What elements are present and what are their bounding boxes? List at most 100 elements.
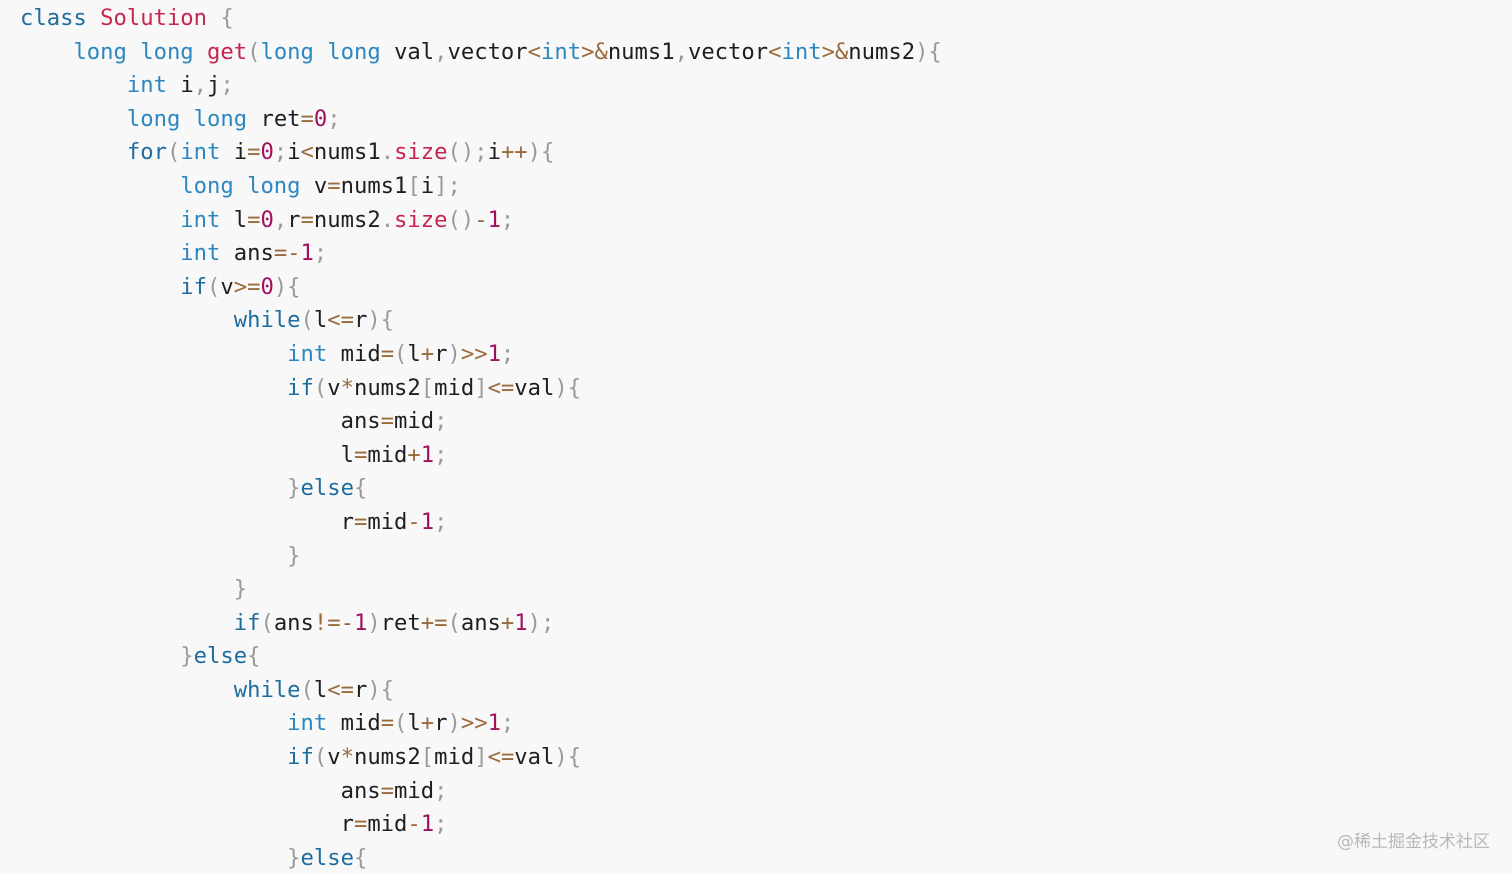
code-token [20,39,73,65]
code-token: ; [434,811,448,838]
code-token: ); [527,609,555,636]
code-token: ){ [273,273,301,300]
code-token: int [180,206,221,233]
code-token: < [527,38,542,65]
code-token: ( [166,139,181,166]
code-token: ) [447,340,461,367]
code-token: 1 [420,441,435,468]
code-token [20,576,234,602]
code-token: r [287,206,301,233]
code-token: i [287,139,301,166]
code-token [220,139,233,165]
code-token: if [287,744,314,771]
code-token: int [287,710,328,737]
code-token: mid [340,710,381,737]
code-token: int [180,240,221,267]
code-line: int mid=(l+r)>>1; [20,707,942,741]
code-token: l [407,340,421,367]
code-token: r [353,307,368,334]
code-token: <= [487,374,515,401]
code-token [20,811,341,837]
code-token: ; [434,408,448,435]
code-token: vector [687,38,769,65]
code-token: - [407,811,421,838]
code-token: ret [260,105,301,132]
code-token: , [273,206,288,233]
code-token: i [487,139,501,166]
code-token: { [353,475,368,502]
code-token: 1 [300,240,314,267]
code-token [20,106,127,132]
code-line: long long ret=0; [20,103,942,137]
code-token: ; [434,441,448,468]
code-token: - [407,508,421,535]
code-token: , [674,38,688,65]
code-token: ) [447,710,461,737]
code-token: mid [367,508,408,535]
code-token: long [140,38,194,65]
code-token: ( [447,609,461,636]
code-token: 1 [487,710,501,737]
code-block[interactable]: class Solution { long long get(long long… [20,2,942,874]
code-token [20,778,341,804]
code-line: if(v>=0){ [20,271,942,305]
code-token: nums2 [848,38,916,65]
code-token: ans [340,408,381,435]
code-token: ){ [367,676,395,703]
code-token: 1 [487,206,501,233]
watermark-text: @稀土掘金技术社区 [1337,832,1490,852]
code-token [220,240,233,266]
code-token: long [73,38,127,65]
code-token: r [353,676,368,703]
code-token: ; [273,139,288,166]
code-token: < [768,38,782,65]
code-token: (); [447,139,488,166]
code-token: else [300,475,354,502]
code-token: >& [821,38,849,65]
code-token [87,5,100,31]
code-token [20,207,180,233]
code-token: j [207,72,221,99]
code-token: if [233,609,261,636]
code-token: i [233,139,248,166]
code-line: int mid=(l+r)>>1; [20,338,942,372]
code-token: val [514,374,555,401]
code-token [327,710,340,736]
code-token: * [340,374,354,401]
code-token: = [380,710,395,737]
code-token: ans [340,777,381,804]
code-token: += [420,609,448,636]
code-token: else [193,643,248,670]
code-token: val [394,38,435,65]
code-token [301,173,314,199]
code-token: size [394,206,448,233]
code-token: + [420,340,435,367]
code-token: >> [460,340,488,367]
code-token: { [247,643,261,670]
code-line: r=mid-1; [20,506,942,540]
code-token: l [407,710,421,737]
code-token: { [220,5,234,31]
code-token: ( [300,676,314,703]
code-token: ; [220,72,234,99]
code-token: for [126,139,167,166]
code-token: . [380,139,395,166]
code-token: i [420,172,435,199]
code-line: class Solution { [20,2,942,36]
code-token [167,72,180,98]
code-token: + [420,710,435,737]
code-token: [ [420,744,435,771]
code-token: long [180,172,234,199]
code-token: long [247,172,301,199]
code-token [20,643,180,669]
code-token [20,710,287,736]
code-token: !=- [313,609,354,636]
code-token: get [207,38,248,65]
code-token [207,5,220,31]
code-token: v [313,172,328,199]
code-line: } [20,573,942,607]
code-token: class [20,5,87,31]
code-token: int [126,72,167,99]
code-token: mid [434,374,475,401]
